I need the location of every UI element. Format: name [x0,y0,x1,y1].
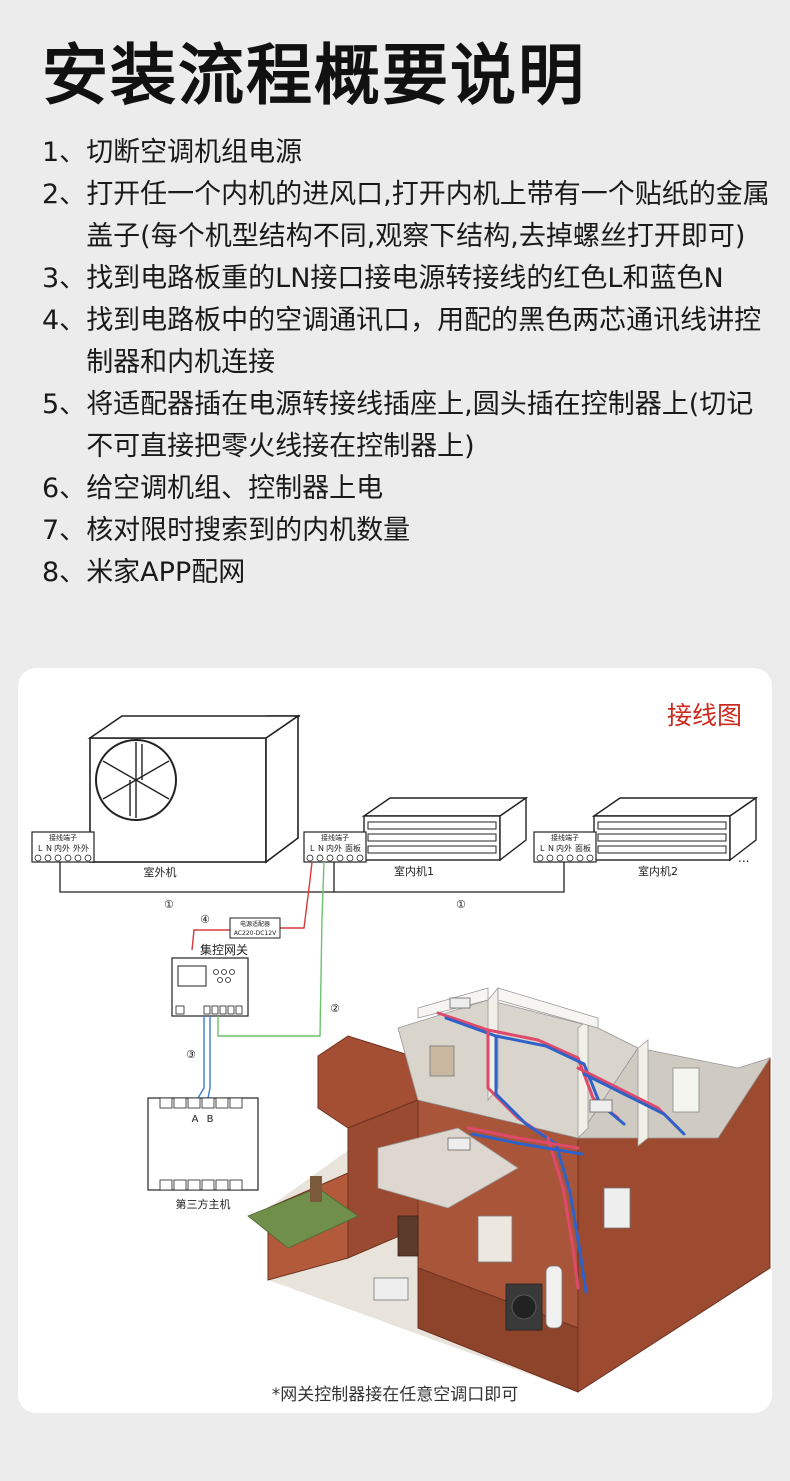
page-title: 安装流程概要说明 [42,37,586,114]
step-number: 1、 [42,137,87,168]
step-item: 6、给空调机组、控制器上电 [42,468,772,510]
terminal-pin-l: L [38,844,43,853]
comm-wire-blue-a [197,1016,205,1099]
step-item: 5、将适配器插在电源转接线插座上,圆头插在控制器上(切记不可直接把零火线接在控制… [42,384,772,468]
wiring-diagram-card: 室外机 接线端子 L N 内外 外外 室内机1 接线端子 L [18,668,772,1413]
indoor-unit-1-label: 室内机1 [394,864,434,878]
terminal-pin-panel: 面板 [575,843,591,853]
gateway-label: 集控网关 [200,942,248,957]
step-text: 将适配器插在电源转接线插座上,圆头插在控制器上(切记不可直接把零火线接在控制器上… [86,389,754,462]
power-wire-red [280,861,313,929]
power-wire-red-gateway [191,929,230,951]
diagram-footnote: *网关控制器接在任意空调口即可 [271,1385,519,1405]
terminal-pin-n: N [46,844,52,853]
wiring-diagram: 室外机 接线端子 L N 内外 外外 室内机1 接线端子 L [31,714,771,1393]
indoor-unit-2: 室内机2 ... [591,796,759,878]
step-text: 打开任一个内机的进风口,打开内机上带有一个贴纸的金属盖子(每个机型结构不同,观察… [86,179,770,252]
outdoor-unit-side [265,714,299,864]
indoor2-terminal-block: 接线端子 L N 内外 面板 [533,831,597,863]
gateway-buttons [213,969,235,983]
step-item: 3、找到电路板重的LN接口接电源转接线的红色L和蓝色N [42,258,772,300]
power-adapter [229,917,281,939]
fan-blades-icon [102,742,170,818]
outdoor-unit-lid [87,715,301,739]
mark-4: ④ [200,913,210,926]
indoor1-terminal-block: 接线端子 L N 内外 面板 [303,831,367,863]
indoor-unit-1: 室内机1 [361,796,529,878]
comm-bus-wire [59,862,565,893]
terminal-pin-n: N [548,844,554,853]
mark-3: ③ [186,1048,196,1061]
adapter-spec: AC220-DC12V [234,930,277,937]
mark-1-left: ① [164,898,174,911]
step-number: 4、 [42,305,87,336]
terminal-header: 接线端子 [551,833,579,842]
terminal-header: 接线端子 [49,833,77,842]
water-tank [545,1265,563,1329]
step-item: 4、找到电路板中的空调通讯口，用配的黑色两芯通讯线讲控制器和内机连接 [42,300,772,384]
terminal-header: 接线端子 [321,833,349,842]
step-text: 给空调机组、控制器上电 [86,473,384,504]
step-text: 米家APP配网 [86,557,246,588]
indoor-unit-2-label: 室内机2 [638,864,678,878]
step-number: 6、 [42,473,87,504]
terminal-pin-panel: 面板 [345,843,361,853]
terminal-pin-inner: 内外 [556,843,572,853]
step-text: 核对限时搜索到的内机数量 [86,515,411,546]
comm-wire-blue-b [207,1016,211,1099]
step-item: 7、核对限时搜索到的内机数量 [42,510,772,552]
step-item: 2、打开任一个内机的进风口,打开内机上带有一个贴纸的金属盖子(每个机型结构不同,… [42,174,772,258]
house-illustration [247,986,771,1393]
wiring-diagram-title: 接线图 [666,701,742,730]
step-number: 3、 [42,263,87,294]
step-number: 7、 [42,515,87,546]
terminal-pin-inner: 内外 [326,843,342,853]
comm-wire-green [217,861,325,1037]
terminal-pin-outer: 外外 [73,843,89,853]
outdoor-terminal-block: 接线端子 L N 内外 外外 [31,831,95,863]
adapter-label: 电源适配器 [240,920,270,928]
gateway-device: 集控网关 [171,942,249,1017]
step-item: 1、切断空调机组电源 [42,132,772,174]
step-text: 找到电路板中的空调通讯口，用配的黑色两芯通讯线讲控制器和内机连接 [86,305,762,378]
terminal-pin-l: L [310,844,315,853]
step-number: 5、 [42,389,87,420]
install-steps: 1、切断空调机组电源 2、打开任一个内机的进风口,打开内机上带有一个贴纸的金属盖… [42,132,772,594]
third-party-host-label: 第三方主机 [176,1197,231,1211]
host-pin-b: B [207,1114,214,1125]
step-text: 切断空调机组电源 [86,137,303,168]
terminal-pin-l: L [540,844,545,853]
third-party-host: A B 第三方主机 [147,1097,259,1211]
mark-2: ② [330,1002,340,1015]
more-units-ellipsis: ... [738,851,749,865]
step-number: 8、 [42,557,87,588]
step-item: 8、米家APP配网 [42,552,772,594]
step-text: 找到电路板重的LN接口接电源转接线的红色L和蓝色N [86,263,724,294]
step-number: 2、 [42,179,87,210]
terminal-pin-n: N [318,844,324,853]
gateway-screen [177,965,207,987]
terminal-pin-inner: 内外 [54,843,70,853]
mark-1-right: ① [456,898,466,911]
host-pin-a: A [192,1114,199,1125]
outdoor-unit-label: 室外机 [144,865,177,879]
outdoor-unit: 室外机 [87,714,301,879]
